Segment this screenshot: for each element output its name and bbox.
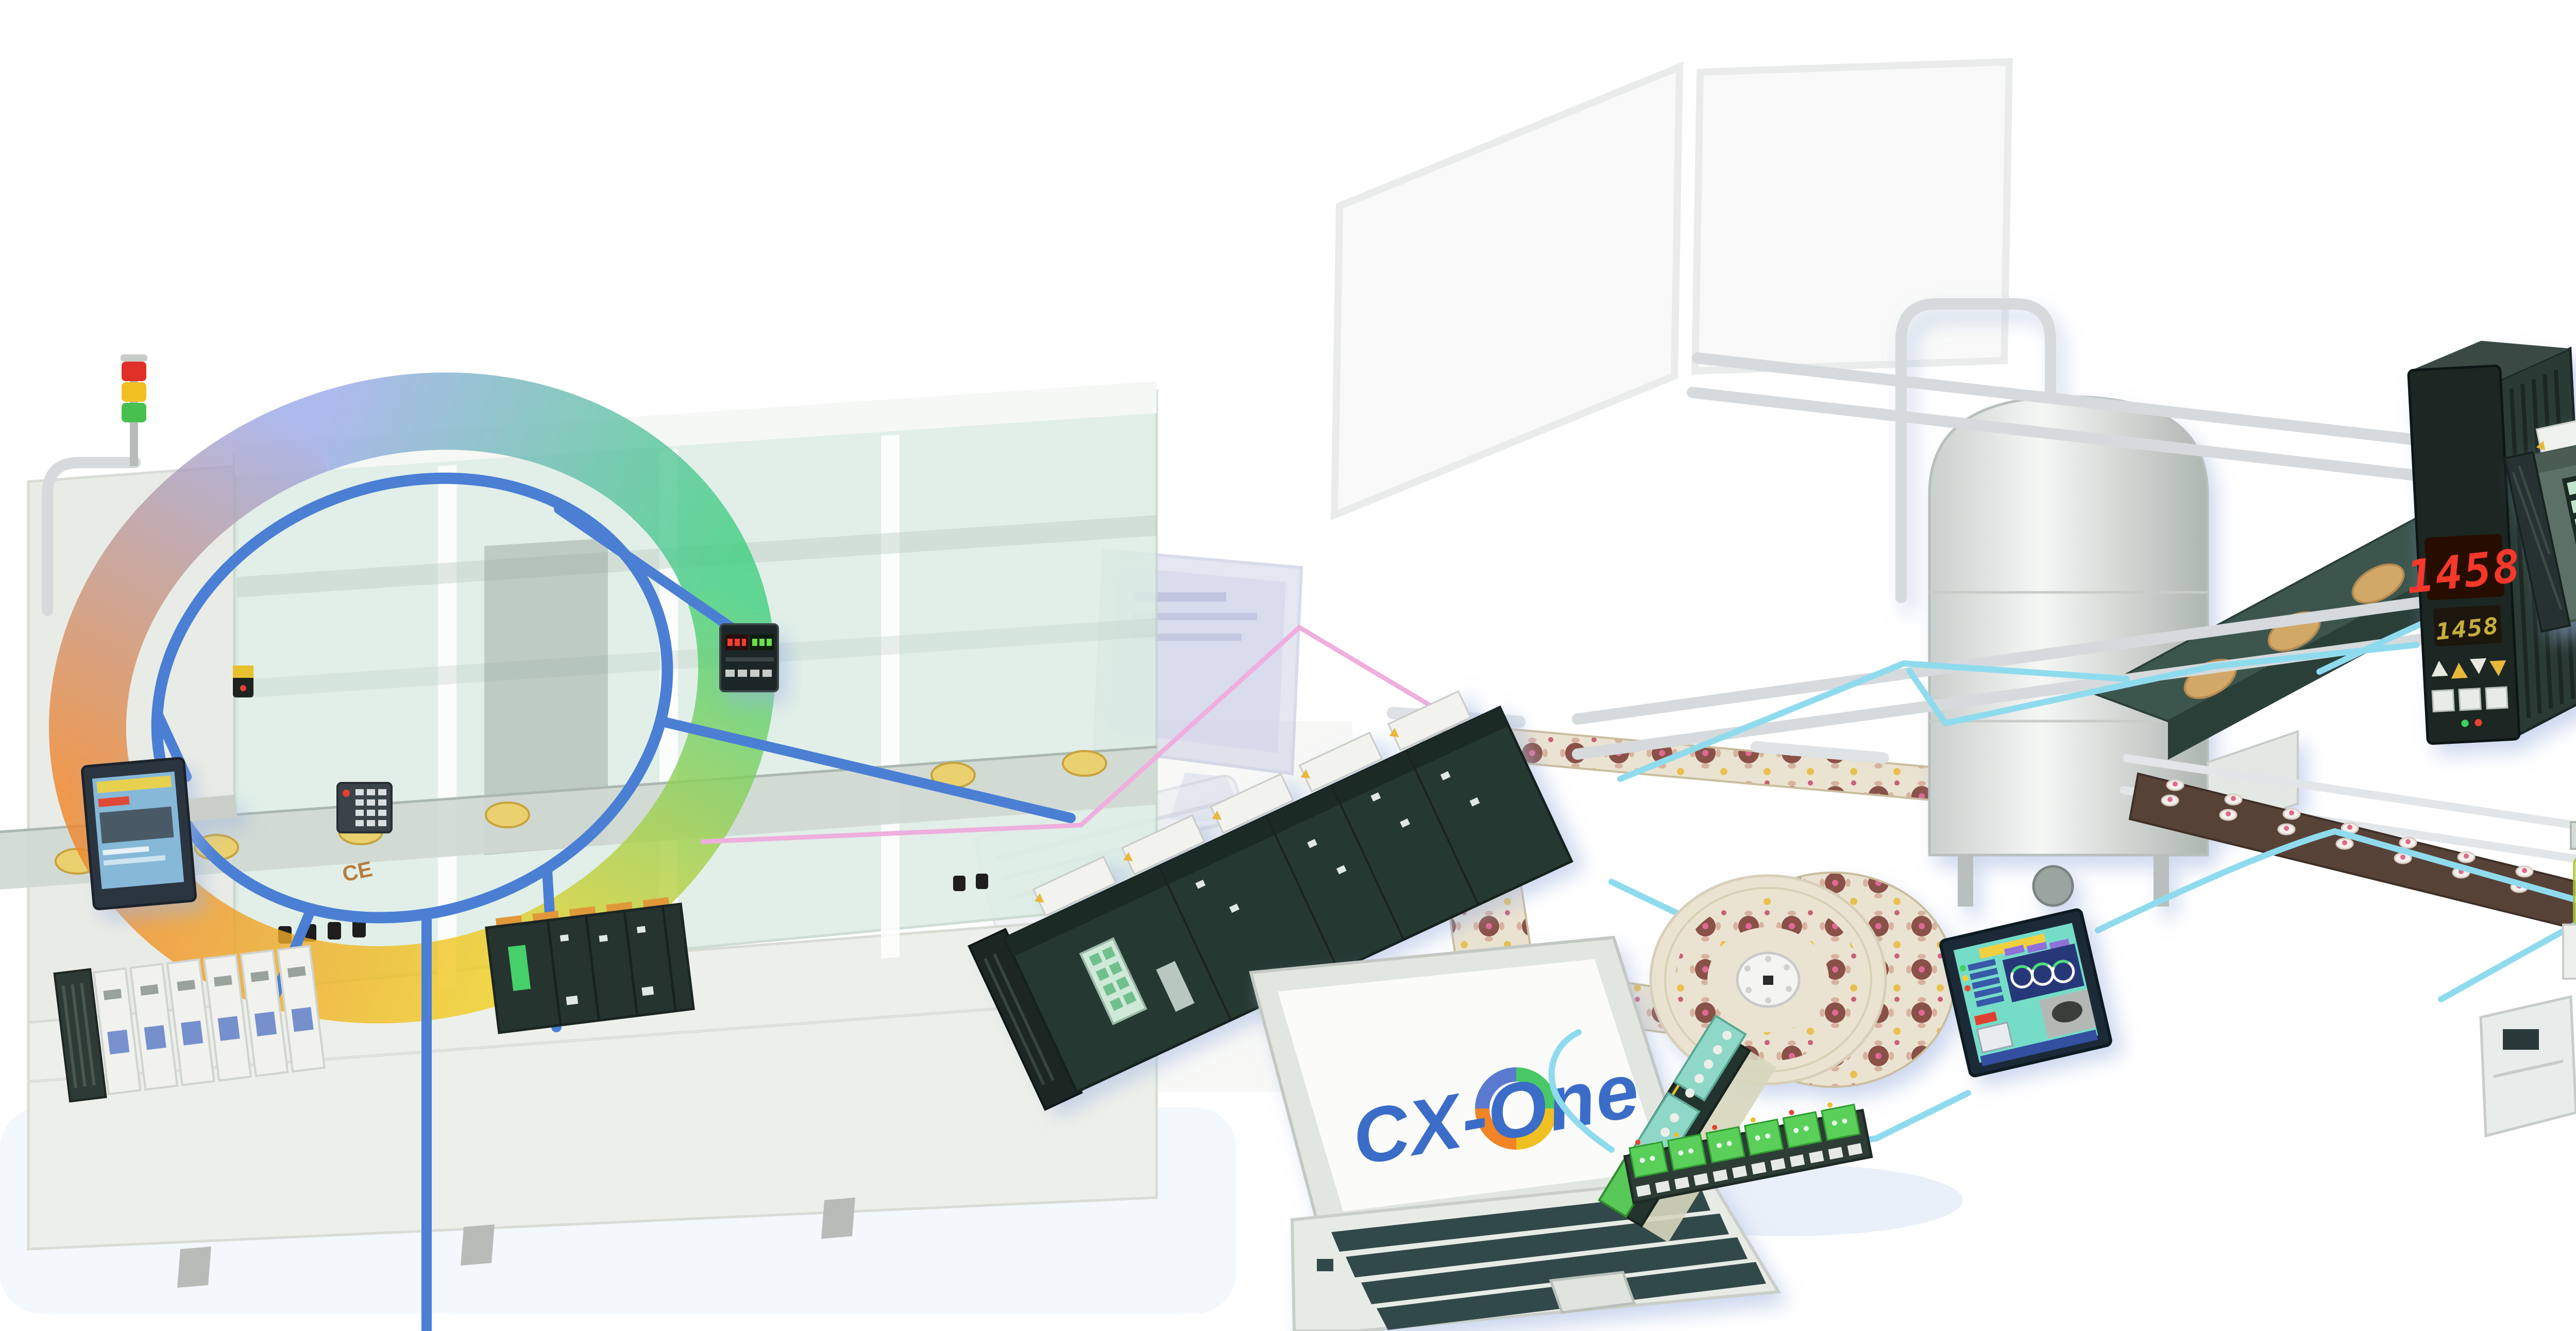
liquid-filling-station [2562,821,2576,980]
checkweigher [2479,995,2576,1138]
checkweigher-display [2503,1029,2539,1050]
signal-tower-icon [121,354,147,466]
plc-rack-central [968,690,1574,1111]
machine-pipe [42,457,141,616]
temp-display-window [2424,534,2505,601]
hmi-panel-left [81,757,238,911]
bottle [2573,858,2576,927]
screw-terminal-block [1623,1102,1873,1205]
laptop-touchpad [1549,1271,1636,1314]
machine-keypad [336,782,393,833]
temp-display-value: 1458 [2404,539,2524,604]
plc-compact-dark [485,897,695,1034]
plc-rack-gray [2503,377,2576,633]
laptop-screen [1278,959,1663,1211]
cx-one-logo-ring [1475,1067,1557,1150]
cupcake-conveyor [2128,772,2576,930]
machine-conveyor [0,747,1157,890]
temp-buttons [2431,658,2506,679]
temp-display-secondary [2433,605,2502,646]
touchscreen-hmi [1939,908,2112,1078]
temp-display-secondary-value: 1458 [2434,612,2500,645]
digital-panel-meter [719,623,779,692]
plc-rack-white [53,945,326,1103]
slot-labels [1032,690,1472,917]
photoelectric-sensor-icon [233,665,253,697]
